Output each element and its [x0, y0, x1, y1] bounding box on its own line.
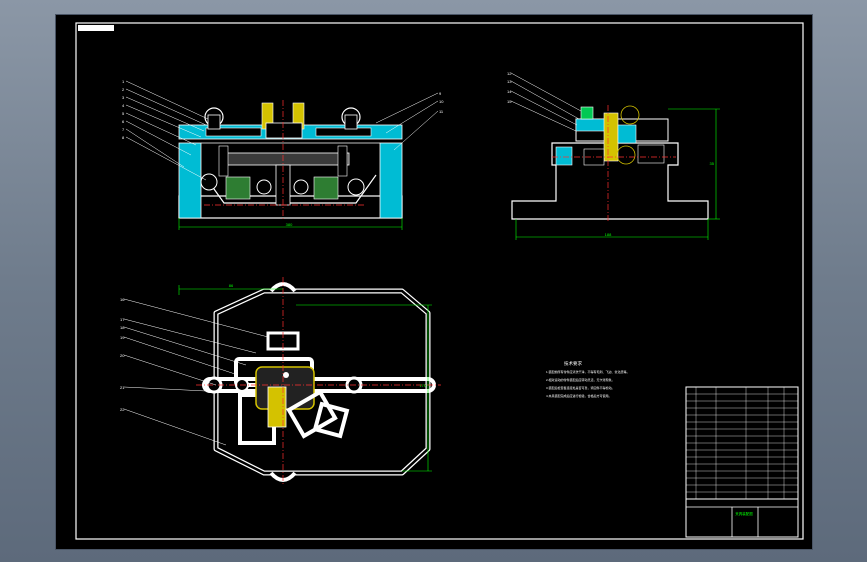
- side-view: 188 35 12 13 14 15: [507, 71, 720, 240]
- front-callouts-right: 9 10 11: [439, 91, 444, 114]
- tech-req-line: 3.装配后检查各连接处是否可靠，紧固件不得松动。: [546, 385, 615, 390]
- callout-label: 8: [122, 135, 125, 140]
- callout-label: 5: [122, 111, 125, 116]
- callout-label: 22: [120, 407, 125, 412]
- callout-label: 13: [507, 79, 512, 84]
- callout-label: 4: [122, 103, 125, 108]
- top-width-dimension: 86: [229, 283, 234, 288]
- callout-label: 20: [120, 353, 125, 358]
- callout-label: 16: [120, 297, 125, 302]
- tech-req-line: 2.相对运动的零件装配后应转动灵活，无卡滞现象。: [546, 377, 615, 382]
- drawing-frame: [75, 22, 804, 540]
- front-width-dimension: 380: [286, 222, 293, 227]
- callout-label: 15: [507, 99, 512, 104]
- callout-label: 9: [439, 91, 442, 96]
- corner-mark: [78, 25, 114, 31]
- callout-label: 7: [122, 127, 125, 132]
- tech-req-title: 技术要求: [564, 360, 582, 367]
- callout-label: 2: [122, 87, 125, 92]
- top-view: 86 170 16 17 18 19 20 21 22: [120, 277, 441, 485]
- callout-label: 19: [120, 335, 125, 340]
- title-block: 夹具装配图: [685, 386, 799, 538]
- side-height-dimension: 35: [710, 161, 715, 166]
- callout-label: 14: [507, 89, 512, 94]
- tech-req-line: 4.夹具装配完成后应进行检验，合格后方可使用。: [546, 393, 612, 398]
- callout-label: 3: [122, 95, 125, 100]
- callout-label: 6: [122, 119, 125, 124]
- cad-drawing: 380 1 2 3 4 5 6 7 8 9 10 11: [75, 22, 804, 540]
- callout-label: 17: [120, 317, 125, 322]
- tech-req-line: 1.装配前所有零件应清洗干净，不得有毛刺、飞边、氧化皮等。: [546, 369, 630, 374]
- technical-requirements: 技术要求 1.装配前所有零件应清洗干净，不得有毛刺、飞边、氧化皮等。 2.相对运…: [546, 360, 630, 398]
- front-view: 380 1 2 3 4 5 6 7 8 9 10 11: [122, 79, 444, 230]
- callout-label: 12: [507, 71, 512, 76]
- callout-label: 10: [439, 99, 444, 104]
- side-width-dimension: 188: [605, 232, 612, 237]
- front-callouts-left: 1 2 3 4 5 6 7 8: [122, 79, 125, 140]
- top-callouts: 16 17 18 19 20 21 22: [120, 297, 125, 412]
- callout-label: 11: [439, 109, 444, 114]
- callout-label: 18: [120, 325, 125, 330]
- drawing-sheet: 380 1 2 3 4 5 6 7 8 9 10 11: [55, 14, 813, 550]
- drawing-title: 夹具装配图: [735, 511, 753, 516]
- side-callouts: 12 13 14 15: [507, 71, 512, 104]
- callout-label: 21: [120, 385, 125, 390]
- top-height-dimension: 170: [419, 383, 426, 388]
- callout-label: 1: [122, 79, 125, 84]
